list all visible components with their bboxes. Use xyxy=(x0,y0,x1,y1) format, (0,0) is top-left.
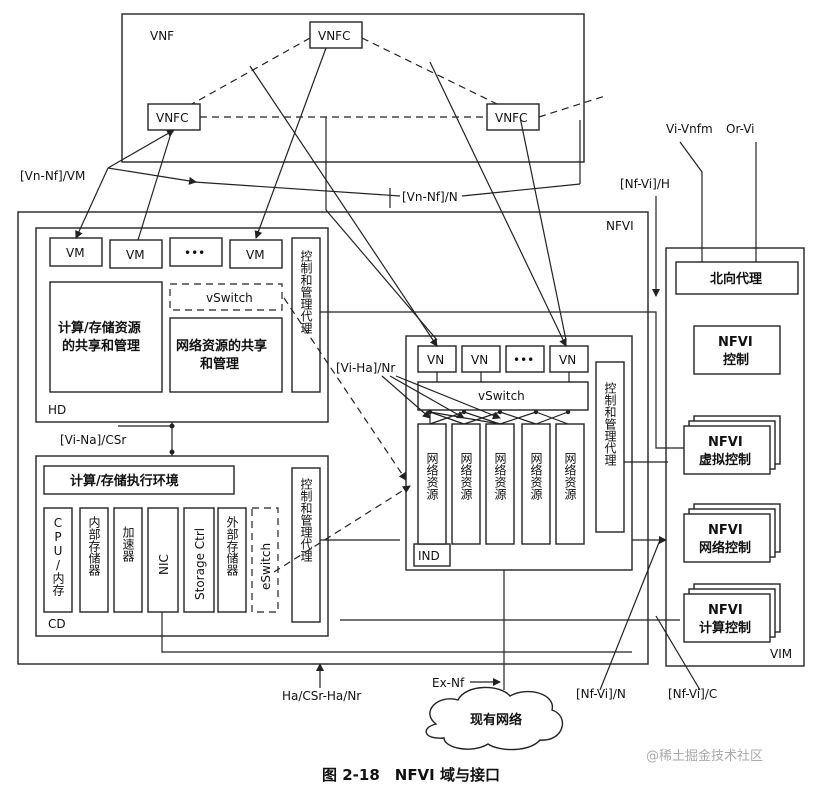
cd-storage-ctrl-label: Storage Ctrl xyxy=(193,528,207,600)
ind-vn-2 xyxy=(461,345,501,373)
ind-resource-1-label: 网络资源 xyxy=(425,452,439,501)
cd-eswitch-label: eSwitch xyxy=(259,543,273,590)
ind-vn-ellipsis-label: ••• xyxy=(513,353,534,367)
ind-agent xyxy=(595,361,625,533)
cd-exec-env-label: 计算/存储执行环境 xyxy=(70,473,179,489)
cd-agent xyxy=(291,467,321,623)
vnfc-left-label: VNFC xyxy=(156,111,188,125)
hd-agent-label: 控制和管理代理 xyxy=(299,250,313,334)
ind-vn-4-label: VN xyxy=(559,353,576,367)
cd-internal-storage xyxy=(79,507,109,613)
nfvi-label: NFVI xyxy=(606,219,634,233)
vim-north-label: 北向代理 xyxy=(710,271,762,287)
figure-caption: 图 2-18 NFVI 域与接口 xyxy=(322,766,500,784)
hd-vswitch-label: vSwitch xyxy=(206,291,253,305)
cd-storage-ctrl xyxy=(183,507,215,613)
hd-compute-share-line1: 计算/存储资源 xyxy=(58,320,141,336)
cd-accelerator-label: 加速器 xyxy=(121,526,135,563)
vim-control xyxy=(693,325,781,375)
hd-vm-1 xyxy=(49,237,103,267)
label-nf-vi-n: [Nf-Vi]/N xyxy=(576,687,626,701)
vim-virt-line2: 虚拟控制 xyxy=(699,452,751,468)
ind-resource-2-label: 网络资源 xyxy=(459,452,473,501)
vim-net-line1: NFVI xyxy=(708,523,743,538)
hd-network-share-line1: 网络资源的共享 xyxy=(176,338,267,354)
vim-comp-line2: 计算控制 xyxy=(699,620,751,636)
ind-resource-4-label: 网络资源 xyxy=(529,452,543,501)
ind-vn-2-label: VN xyxy=(471,353,488,367)
vim-control-line2: 控制 xyxy=(723,352,749,368)
existing-network-cloud: 现有网络 xyxy=(425,686,564,751)
vim-virt-line1: NFVI xyxy=(708,435,743,450)
label-ex-nf: Ex-Nf xyxy=(432,676,465,690)
label-or-vi: Or-Vi xyxy=(726,122,755,136)
hd-compute-share-line2: 的共享和管理 xyxy=(62,338,140,354)
label-nf-vi-h: [Nf-Vi]/H xyxy=(620,177,670,191)
hd-vm-2 xyxy=(109,239,163,269)
cd-external-storage-label: 外部存储器 xyxy=(225,516,239,577)
connection-lines xyxy=(75,47,701,691)
label-vn-nf-n: [Vn-Nf]/N xyxy=(402,190,458,204)
hd-vm-2-label: VM xyxy=(126,248,145,262)
ind-resource-3 xyxy=(485,423,515,545)
vim-net-line2: 网络控制 xyxy=(699,540,751,556)
hd-vm-4 xyxy=(229,239,283,269)
cloud-label: 现有网络 xyxy=(470,712,522,728)
hd-network-share-line2: 和管理 xyxy=(200,356,239,372)
label-nf-vi-c: [Nf-Vi]/C xyxy=(668,687,717,701)
hd-agent xyxy=(291,237,321,393)
label-ha-csr-ha-nr: Ha/CSr-Ha/Nr xyxy=(282,689,361,703)
vim-comp-line1: NFVI xyxy=(708,603,743,618)
cd-cpu-label: CPU/内存 xyxy=(51,516,65,596)
watermark: @稀土掘金技术社区 xyxy=(646,748,763,764)
ind-resource-5 xyxy=(555,423,585,545)
cd-external-storage xyxy=(217,507,247,613)
ind-vswitch-label: vSwitch xyxy=(478,389,525,403)
cd-cpu xyxy=(43,507,73,613)
vim-north xyxy=(675,261,799,295)
vnfc-right-label: VNFC xyxy=(495,111,527,125)
hd-vm-4-label: VM xyxy=(246,248,265,262)
vnf-label: VNF xyxy=(150,29,174,43)
ind-vn-ellipsis xyxy=(505,345,545,373)
cd-label: CD xyxy=(48,617,66,631)
ind-agent-label: 控制和管理代理 xyxy=(603,382,617,466)
label-vi-ha-nr: [Vi-Ha]/Nr xyxy=(336,361,395,375)
ind-label: IND xyxy=(418,549,440,563)
cd-nic-label: NIC xyxy=(157,554,171,575)
ind-resource-5-label: 网络资源 xyxy=(563,452,577,501)
cd-exec-env xyxy=(43,465,235,495)
vim-comp xyxy=(683,593,771,643)
vnfc-top-label: VNFC xyxy=(318,29,350,43)
vim-net xyxy=(683,513,771,563)
ind-resource-2 xyxy=(451,423,481,545)
hd-vm-1-label: VM xyxy=(66,246,85,260)
hd-vm-ellipsis-label: ••• xyxy=(184,246,205,260)
label-vi-na-csr: [Vi-Na]/CSr xyxy=(60,433,126,447)
hd-label: HD xyxy=(48,403,66,417)
cd-nic xyxy=(147,507,179,613)
ind-vn-4 xyxy=(549,345,589,373)
cd-eswitch xyxy=(251,507,279,613)
cd-internal-storage-label: 内部存储器 xyxy=(87,516,101,577)
ind-vn-1-label: VN xyxy=(427,353,444,367)
label-vn-nf-vm: [Vn-Nf]/VM xyxy=(20,169,85,183)
vim-virt xyxy=(683,425,771,475)
label-vi-vnfm: Vi-Vnfm xyxy=(666,122,713,136)
hd-vm-ellipsis xyxy=(169,237,223,267)
hd-compute-share xyxy=(49,281,163,393)
hd-network-share xyxy=(169,317,283,393)
vnfc-top xyxy=(309,21,363,49)
cd-accelerator xyxy=(113,507,143,613)
ind-resource-3-label: 网络资源 xyxy=(493,452,507,501)
cd-agent-label: 控制和管理代理 xyxy=(299,478,313,562)
vim-label: VIM xyxy=(770,647,792,661)
vim-control-line1: NFVI xyxy=(718,335,753,350)
ind-resource-1 xyxy=(417,423,447,545)
hd-vswitch xyxy=(169,283,283,311)
